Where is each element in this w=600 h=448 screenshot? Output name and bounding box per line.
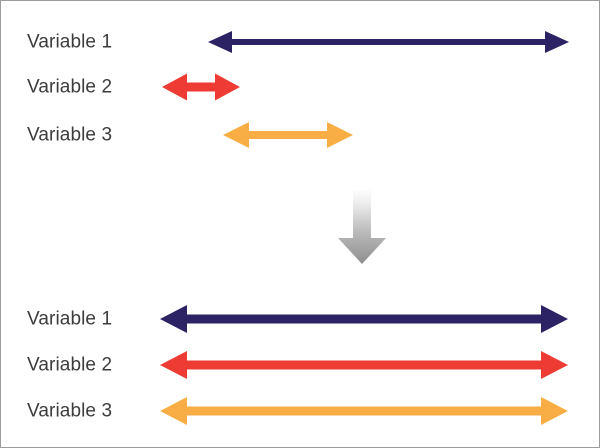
top-arrow-2-red bbox=[162, 73, 240, 101]
bottom-arrow-1-navy bbox=[160, 305, 568, 333]
bottom-label-variable-1: Variable 1 bbox=[27, 308, 113, 330]
bottom-label-variable-2: Variable 2 bbox=[27, 354, 113, 376]
top-arrow-1-navy bbox=[208, 31, 569, 53]
top-arrow-3-orange bbox=[223, 122, 353, 148]
bottom-label-variable-3: Variable 3 bbox=[27, 400, 113, 422]
top-label-variable-2: Variable 2 bbox=[27, 76, 113, 98]
transition-arrow-group bbox=[338, 190, 386, 264]
top-label-variable-1: Variable 1 bbox=[27, 31, 113, 53]
downward-transition-arrow bbox=[338, 190, 386, 264]
bottom-arrow-2-red bbox=[160, 351, 568, 379]
top-panel-arrows bbox=[162, 31, 569, 148]
top-label-variable-3: Variable 3 bbox=[27, 124, 113, 146]
bottom-arrow-3-orange bbox=[160, 397, 568, 425]
bottom-panel-arrows bbox=[160, 305, 568, 425]
